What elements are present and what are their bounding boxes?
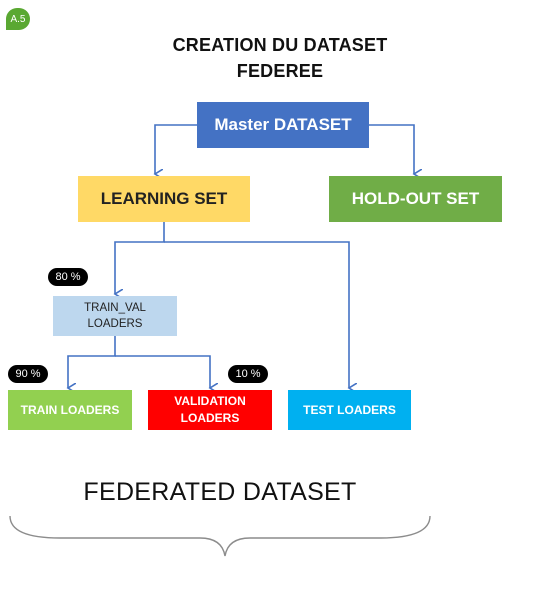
holdout-set-box: HOLD-OUT SET [329,176,502,222]
title-line-2: FEDEREE [236,61,324,81]
validation-percentage: 10 % [228,365,268,383]
connector-master-holdout [369,124,414,174]
test-loaders-box: TEST LOADERS [288,390,411,430]
connector-learning-split [115,222,165,294]
section-badge: A.5 [6,8,30,30]
connector-trainval-train [68,336,116,388]
diagram-title: CREATION DU DATASET FEDEREE [130,32,430,84]
learning-set-box: LEARNING SET [78,176,250,222]
train-percentage: 90 % [8,365,48,383]
learning-set-label: LEARNING SET [100,189,228,208]
train-loaders-label: TRAIN LOADERS [20,403,120,417]
validation-loaders-box: VALIDATION LOADERS [148,390,272,430]
train-loaders-box: TRAIN LOADERS [8,390,132,430]
test-loaders-label: TEST LOADERS [303,403,396,417]
federated-brace [9,515,431,557]
title-line-1: CREATION DU DATASET [172,35,388,55]
holdout-set-label: HOLD-OUT SET [351,189,480,208]
validation-label-line-1: VALIDATION [174,394,246,408]
train-val-label-line-2: LOADERS [87,318,143,330]
train-val-percentage: 80 % [48,268,88,286]
train-val-label-line-1: TRAIN_VAL [84,302,146,314]
connector-trainval-validation [115,355,210,388]
master-dataset-box: Master DATASET [197,102,369,148]
validation-label-line-2: LOADERS [180,411,240,425]
train-val-loaders-box: TRAIN_VAL LOADERS [53,296,177,336]
connector-master-learning [155,124,197,174]
federated-dataset-label: FEDERATED DATASET [83,478,357,506]
master-dataset-label: Master DATASET [214,115,352,134]
